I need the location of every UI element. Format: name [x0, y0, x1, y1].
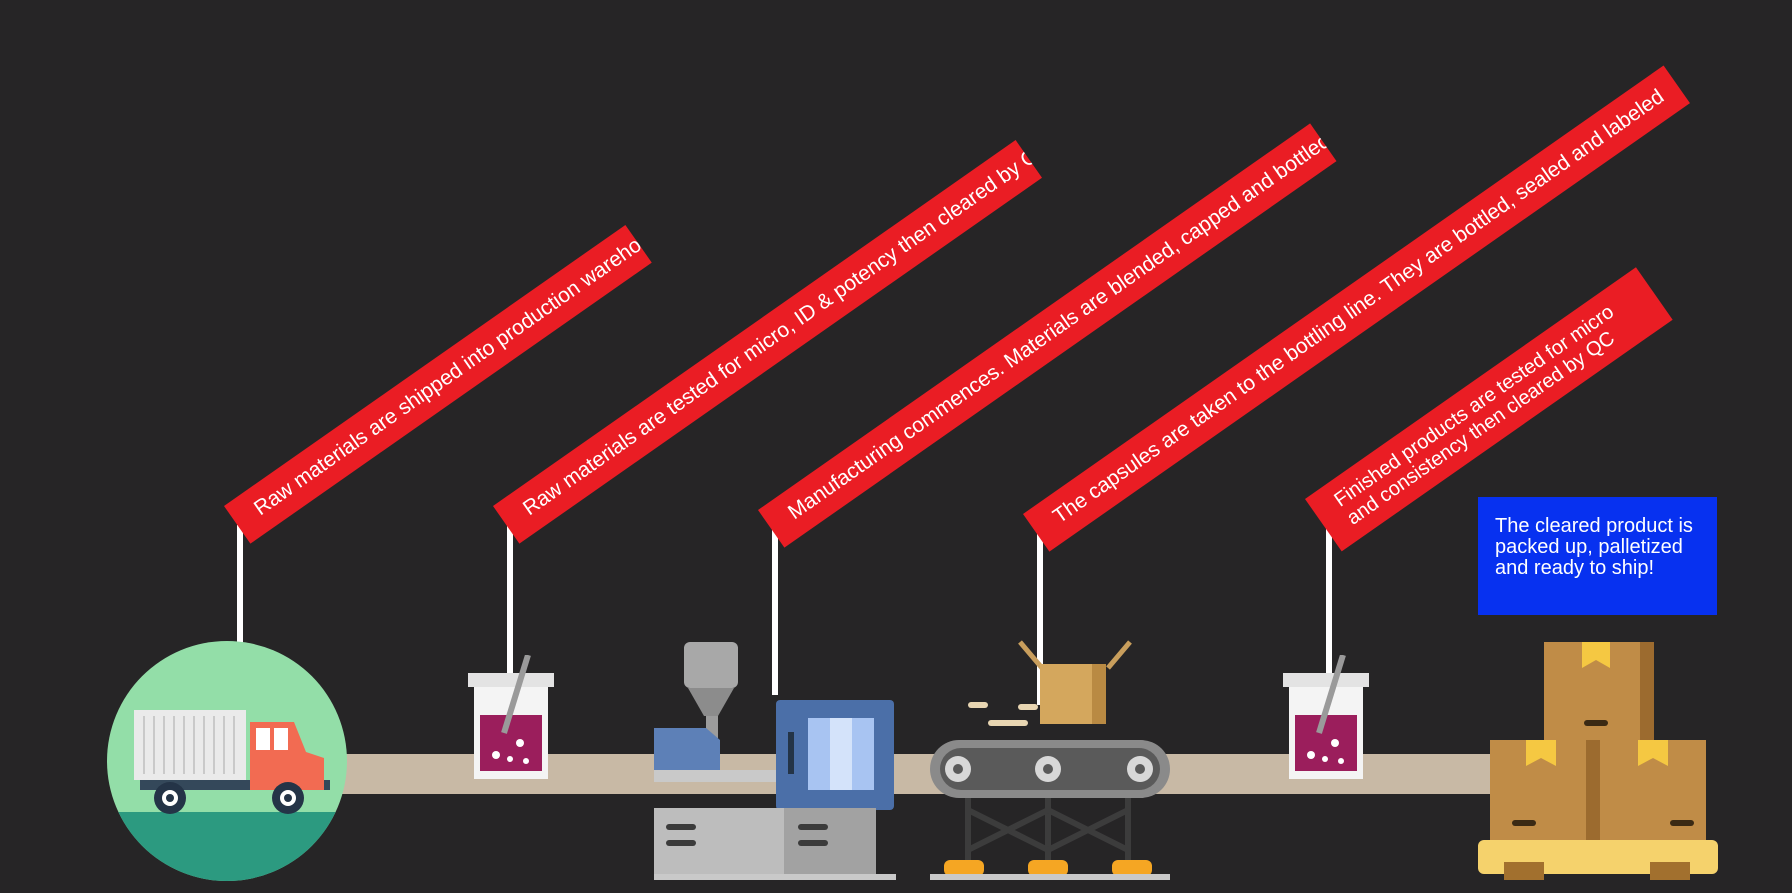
pallet-boxes-icon	[1478, 642, 1718, 880]
step-1-pole	[237, 525, 243, 645]
step-2-banner: Raw materials are tested for micro, ID &…	[493, 140, 1043, 544]
conveyor-icon	[930, 640, 1170, 880]
final-step-text: The cleared product is packed up, pallet…	[1495, 515, 1693, 579]
capsule-machine-icon	[654, 642, 896, 880]
final-step-box: The cleared product is packed up, pallet…	[1478, 497, 1717, 615]
step-2-text: Raw materials are tested for micro, ID &…	[518, 140, 1043, 521]
lab-beaker-icon	[468, 655, 554, 779]
step-5-text: Finished products are tested for micro a…	[1330, 300, 1619, 530]
step-5-pole	[1326, 520, 1332, 675]
step-3-text: Manufacturing commences. Materials are b…	[783, 128, 1335, 525]
step-2-pole	[507, 525, 513, 675]
step-3-pole	[772, 525, 778, 695]
truck-icon	[107, 641, 347, 881]
lab-beaker-icon	[1283, 655, 1369, 779]
step-3-banner: Manufacturing commences. Materials are b…	[758, 123, 1337, 548]
step-4-pole	[1037, 525, 1043, 705]
